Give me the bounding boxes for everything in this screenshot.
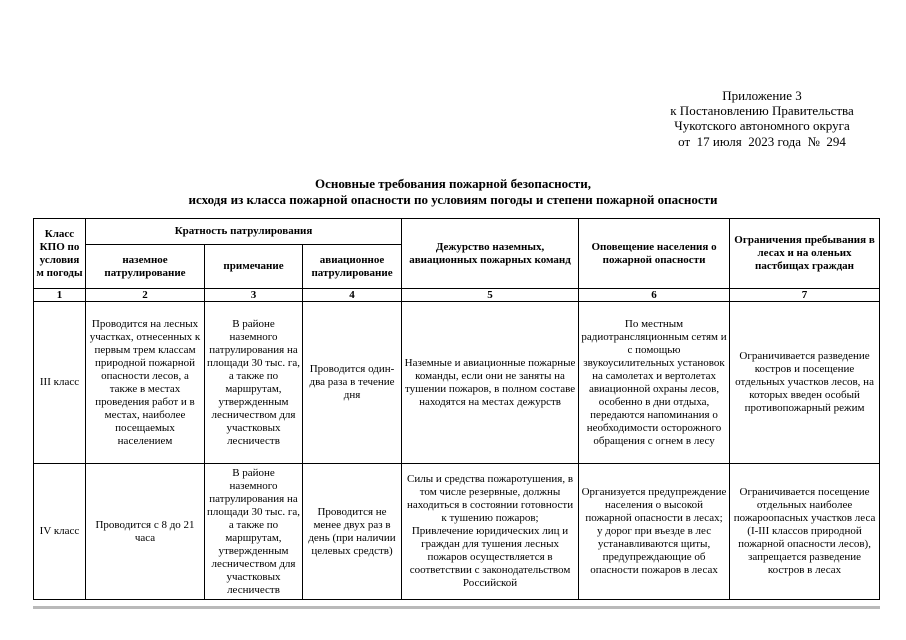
header-ground-patrol: наземное патрулирование [85, 244, 205, 289]
header-duty: Дежурство наземных, авиационных пожарных… [401, 218, 580, 289]
header-alert: Оповещение населения о пожарной опасност… [578, 218, 731, 289]
column-number: 3 [204, 288, 303, 302]
cell-alert: Организуется предупреждение населения о … [578, 463, 731, 600]
cell-note: В районе наземного патрулирования на пло… [204, 301, 303, 464]
requirements-table-viewport: Класс КПО по условиям погоды Кратность п… [33, 218, 883, 608]
column-number: 4 [301, 288, 403, 302]
cell-ground-patrol: Проводится с 8 до 21 часа [85, 463, 205, 600]
column-number: 6 [578, 288, 731, 302]
appendix-annotation: Приложение 3 к Постановлению Правительст… [670, 88, 854, 149]
column-numbers-row: 1 2 3 4 5 6 7 [33, 288, 881, 302]
cell-ground-patrol: Проводится на лесных участках, отнесенны… [85, 301, 205, 464]
cell-air-patrol: Проводится один-два раза в течение дня [301, 301, 403, 464]
header-row-sub: наземное патрулирование примечание авиац… [34, 244, 880, 289]
header-class-kpo: Класс КПО по условиям погоды [33, 218, 86, 289]
document-title: Основные требования пожарной безопасност… [188, 176, 718, 207]
header-air-patrol: авиационное патрулирование [301, 244, 403, 289]
header-patrol-group: Кратность патрулирования [84, 218, 403, 245]
cell-duty: Силы и средства пожаротушения, в том чис… [401, 463, 580, 600]
column-number: 7 [729, 288, 881, 302]
header-row-top: Класс КПО по условиям погоды Кратность п… [33, 218, 881, 289]
column-number: 5 [401, 288, 580, 302]
cell-note: В районе наземного патрулирования на пло… [204, 463, 303, 600]
cell-air-patrol: Проводится не менее двух раз в день (при… [301, 463, 403, 600]
cell-class-label: IV класс [33, 463, 86, 600]
cell-restrictions: Ограничивается разведение костров и посе… [729, 301, 881, 464]
page-cut-line [33, 606, 880, 609]
cell-class-label: III класс [33, 301, 86, 464]
column-number: 2 [85, 288, 205, 302]
table-row-class-iv: IV класс Проводится с 8 до 21 часа В рай… [33, 463, 881, 600]
header-note: примечание [204, 244, 303, 289]
cell-restrictions: Ограничивается посещение отдельных наибо… [729, 463, 881, 600]
header-restrictions: Ограничения пребывания в лесах и на олен… [729, 218, 881, 289]
table-row-class-iii: III класс Проводится на лесных участках,… [33, 301, 881, 464]
cell-duty: Наземные и авиационные пожарные команды,… [401, 301, 580, 464]
cell-alert: По местным радиотрансляционным сетям и с… [578, 301, 731, 464]
column-number: 1 [33, 288, 86, 302]
fire-safety-requirements-table: Класс КПО по условиям погоды Кратность п… [33, 218, 881, 600]
